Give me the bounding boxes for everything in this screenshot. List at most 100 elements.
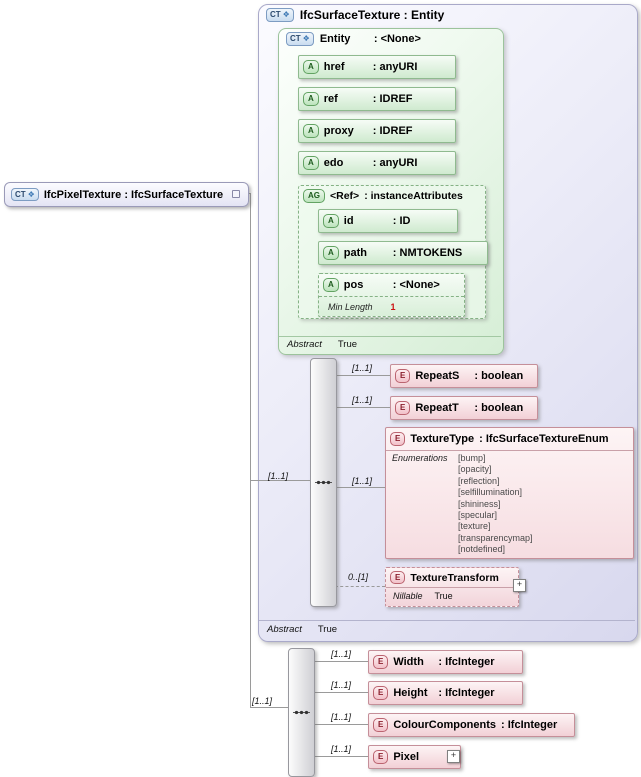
- attribute-ref[interactable]: A ref : IDREF: [298, 87, 456, 111]
- attribute-href[interactable]: A href : anyURI: [298, 55, 456, 79]
- expand-button-pixel[interactable]: +: [447, 750, 460, 763]
- element-texturetransform[interactable]: E TextureTransform Nillable True: [385, 567, 519, 607]
- cardinality-label: [1..1]: [352, 395, 373, 405]
- attribute-badge: A: [303, 92, 319, 106]
- attribute-badge: A: [323, 246, 339, 260]
- attribute-badge: A: [303, 60, 319, 74]
- attribute-edo[interactable]: A edo : anyURI: [298, 151, 456, 175]
- min-length-facet: Min Length 1: [319, 296, 464, 316]
- abstract-value: True: [337, 339, 358, 350]
- root-node-title: IfcPixelTexture : IfcSurfaceTexture: [43, 188, 224, 201]
- cardinality-label: [1..1]: [352, 476, 373, 486]
- attribute-path[interactable]: A path : NMTOKENS: [318, 241, 488, 265]
- attribute-badge: A: [303, 124, 319, 138]
- element-name: Height: [393, 687, 428, 699]
- connector-line: [313, 661, 368, 662]
- texturetype-enumerations: Enumerations [bump] [opacity] [reflectio…: [386, 451, 633, 558]
- surface-container-title: IfcSurfaceTexture : Entity: [299, 8, 445, 22]
- element-colourcomponents[interactable]: E ColourComponents : IfcInteger: [368, 713, 575, 737]
- attribute-id[interactable]: A id : ID: [318, 209, 458, 233]
- enumeration-value: [opacity]: [458, 464, 492, 475]
- attribute-type: : anyURI: [372, 157, 418, 169]
- entity-type: : <None>: [373, 32, 421, 45]
- sequence-compositor[interactable]: [310, 358, 337, 607]
- sequence-icon: [293, 710, 310, 715]
- element-name: RepeatT: [415, 402, 459, 414]
- complex-type-badge: CT❖: [11, 187, 39, 202]
- enumeration-value: [specular]: [458, 510, 498, 521]
- attribute-badge: A: [323, 278, 339, 292]
- entity-container-header: CT❖ Entity : <None>: [286, 32, 421, 46]
- enumeration-value: [bump]: [458, 453, 486, 463]
- attribute-pos-group[interactable]: A pos : <None> Min Length 1: [318, 273, 465, 317]
- attribute-name: ref: [323, 93, 338, 105]
- facet-value: 1: [390, 301, 396, 312]
- element-badge: E: [395, 369, 411, 383]
- texturetransform-header: E TextureTransform: [386, 568, 518, 588]
- attribute-badge: A: [303, 156, 319, 170]
- cardinality-label: [1..1]: [268, 471, 289, 481]
- attribute-proxy[interactable]: A proxy : IDREF: [298, 119, 456, 143]
- surface-container-header: CT❖ IfcSurfaceTexture : Entity: [266, 8, 444, 22]
- connector-line: [335, 375, 390, 376]
- abstract-label: Abstract: [267, 624, 302, 635]
- enumeration-value: [transparencymap]: [458, 532, 533, 543]
- attribute-group-type: : instanceAttributes: [364, 189, 463, 202]
- element-name: TextureTransform: [410, 571, 499, 584]
- attribute-type: : IDREF: [372, 93, 413, 105]
- attribute-group-badge: AG: [303, 189, 325, 203]
- element-repeatt[interactable]: E RepeatT : boolean: [390, 396, 538, 420]
- element-repeats[interactable]: E RepeatS : boolean: [390, 364, 538, 388]
- element-type: : boolean: [474, 402, 524, 414]
- entity-footer-divider: [279, 336, 501, 337]
- surface-footer-divider: [259, 620, 635, 621]
- element-badge: E: [390, 432, 406, 446]
- cardinality-label: [1..1]: [352, 363, 373, 373]
- ref-attribute-group-header: AG <Ref> : instanceAttributes: [303, 189, 463, 203]
- nillable-label: Nillable: [393, 591, 423, 601]
- element-badge: E: [373, 718, 389, 732]
- attribute-group-name: <Ref>: [330, 189, 360, 202]
- abstract-value: True: [317, 624, 338, 635]
- attribute-type: : <None>: [392, 279, 440, 291]
- abstract-label: Abstract: [287, 339, 322, 350]
- attribute-name: path: [343, 247, 368, 259]
- connector-nub: [232, 190, 240, 198]
- nillable-row: Nillable True: [386, 588, 518, 604]
- connector-line: [250, 480, 310, 481]
- element-pixel[interactable]: E Pixel: [368, 745, 461, 769]
- element-name: ColourComponents: [393, 719, 497, 731]
- complex-type-badge: CT❖: [266, 8, 294, 22]
- attribute-type: : IDREF: [372, 125, 413, 137]
- texturetype-header: E TextureType : IfcSurfaceTextureEnum: [386, 428, 633, 451]
- enumeration-value: [selfillumination]: [458, 487, 523, 498]
- sequence-icon: [315, 480, 332, 485]
- ct-badge-icon: ❖: [302, 33, 310, 43]
- element-badge: E: [373, 750, 389, 764]
- element-height[interactable]: E Height : IfcInteger: [368, 681, 523, 705]
- element-badge: E: [390, 570, 406, 585]
- connector-line-optional: [335, 586, 385, 587]
- sequence-compositor[interactable]: [288, 648, 315, 777]
- element-name: TextureType: [410, 433, 475, 445]
- cardinality-label: [1..1]: [331, 649, 352, 659]
- element-type: : IfcInteger: [438, 687, 495, 699]
- connector-line: [313, 724, 368, 725]
- facet-label: Min Length: [328, 301, 373, 312]
- attribute-type: : ID: [392, 215, 411, 227]
- entity-name: Entity: [319, 32, 351, 45]
- connector-line: [313, 756, 368, 757]
- enumeration-value: [reflection]: [458, 475, 500, 486]
- element-name: Pixel: [393, 751, 420, 763]
- element-texturetype[interactable]: E TextureType : IfcSurfaceTextureEnum En…: [385, 427, 634, 559]
- cardinality-label: [1..1]: [331, 680, 352, 690]
- enumeration-values: [bump] [opacity] [reflection] [selfillum…: [458, 453, 533, 556]
- connector-line: [250, 707, 288, 708]
- ifc-pixel-texture-node[interactable]: CT❖ IfcPixelTexture : IfcSurfaceTexture: [4, 182, 249, 207]
- element-width[interactable]: E Width : IfcInteger: [368, 650, 523, 674]
- attribute-name: edo: [323, 157, 344, 169]
- expand-button-texturetransform[interactable]: +: [513, 579, 526, 592]
- attribute-name: href: [323, 61, 345, 73]
- cardinality-label: [1..1]: [252, 696, 273, 706]
- attribute-pos[interactable]: A pos : <None>: [319, 274, 464, 296]
